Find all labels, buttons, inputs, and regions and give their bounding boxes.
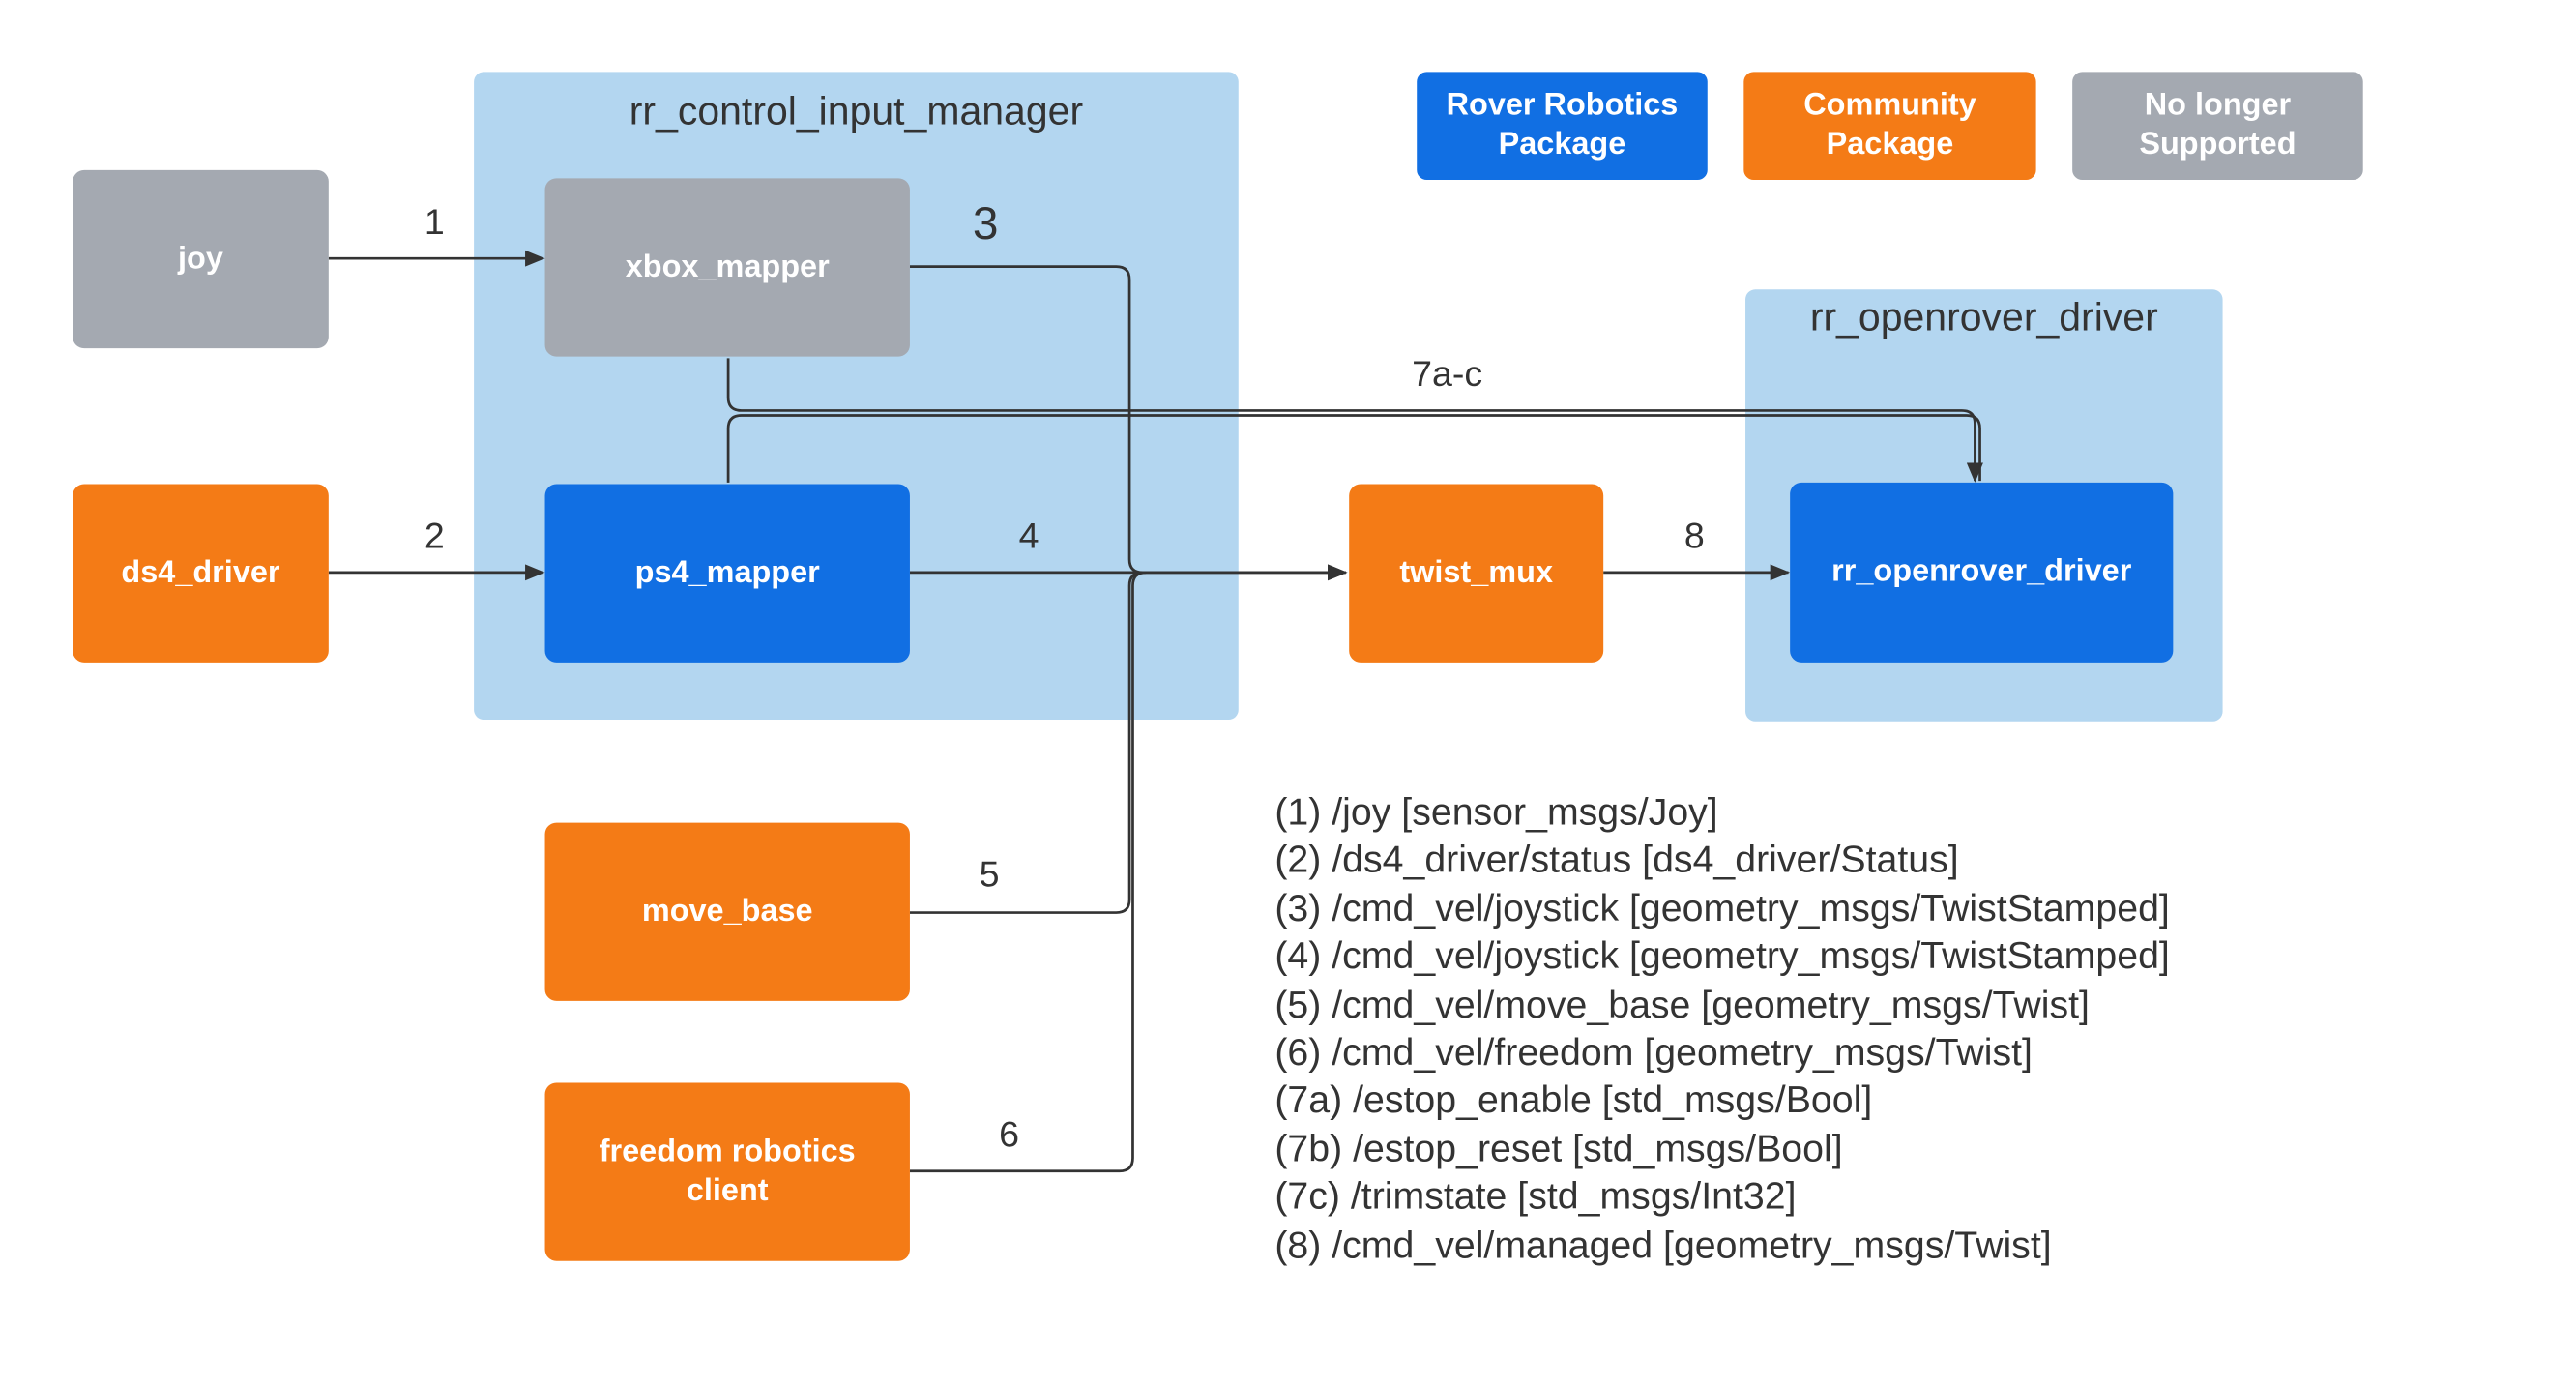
edge-label-7a-c: 7a-c: [1412, 353, 1483, 395]
topic-item: (8) /cmd_vel/managed [geometry_msgs/Twis…: [1274, 1223, 2052, 1266]
edge-label-2: 2: [424, 515, 445, 556]
group-title-input-manager: rr_control_input_manager: [629, 90, 1084, 134]
node-xbox-mapper: xbox_mapper: [544, 178, 910, 357]
group-title-openrover: rr_openrover_driver: [1809, 296, 2158, 340]
node-ps4-mapper: ps4_mapper: [544, 484, 910, 663]
edge-label-1: 1: [424, 200, 445, 243]
topic-item: (3) /cmd_vel/joystick [geometry_msgs/Twi…: [1274, 886, 2170, 930]
edge-label-8: 8: [1683, 515, 1705, 556]
legend-community-package: Community Package: [1743, 72, 2036, 181]
topic-item: (4) /cmd_vel/joystick [geometry_msgs/Twi…: [1274, 933, 2170, 977]
topic-item: (6) /cmd_vel/freedom [geometry_msgs/Twis…: [1274, 1030, 2033, 1074]
node-freedom-robotics-client: freedom robotics client: [544, 1082, 910, 1261]
node-rr-openrover-driver: rr_openrover_driver: [1790, 482, 2174, 663]
edge-3-line: [909, 265, 1348, 581]
edge-label-3: 3: [972, 197, 999, 250]
legend-rover-robotics-package: Rover Robotics Package: [1417, 72, 1708, 181]
node-twist-mux: twist_mux: [1349, 484, 1604, 663]
node-move-base: move_base: [544, 822, 910, 1001]
edge-label-5: 5: [979, 853, 1000, 895]
topic-item: (5) /cmd_vel/move_base [geometry_msgs/Tw…: [1274, 982, 2090, 1025]
edge-7-line-xbox: [726, 358, 1983, 483]
edge-7-line-ps4: [726, 414, 1981, 483]
topic-item: (2) /ds4_driver/status [ds4_driver/Statu…: [1274, 838, 1959, 881]
node-ds4-driver: ds4_driver: [73, 484, 329, 663]
edge-6-line: [909, 571, 1147, 1173]
node-joy: joy: [73, 169, 329, 349]
topic-item: (7b) /estop_reset [std_msgs/Bool]: [1274, 1126, 1843, 1169]
legend-no-longer-supported: No longer Supported: [2072, 72, 2363, 181]
edge-label-6: 6: [999, 1113, 1020, 1155]
topic-list: (1) /joy [sensor_msgs/Joy] (2) /ds4_driv…: [1274, 788, 2169, 1269]
topic-item: (1) /joy [sensor_msgs/Joy]: [1274, 789, 1718, 833]
edge-label-4: 4: [1018, 515, 1039, 556]
edge-5-line: [909, 571, 1143, 914]
topic-item: (7a) /estop_enable [std_msgs/Bool]: [1274, 1078, 1873, 1122]
topic-item: (7c) /trimstate [std_msgs/Int32]: [1274, 1174, 1797, 1218]
